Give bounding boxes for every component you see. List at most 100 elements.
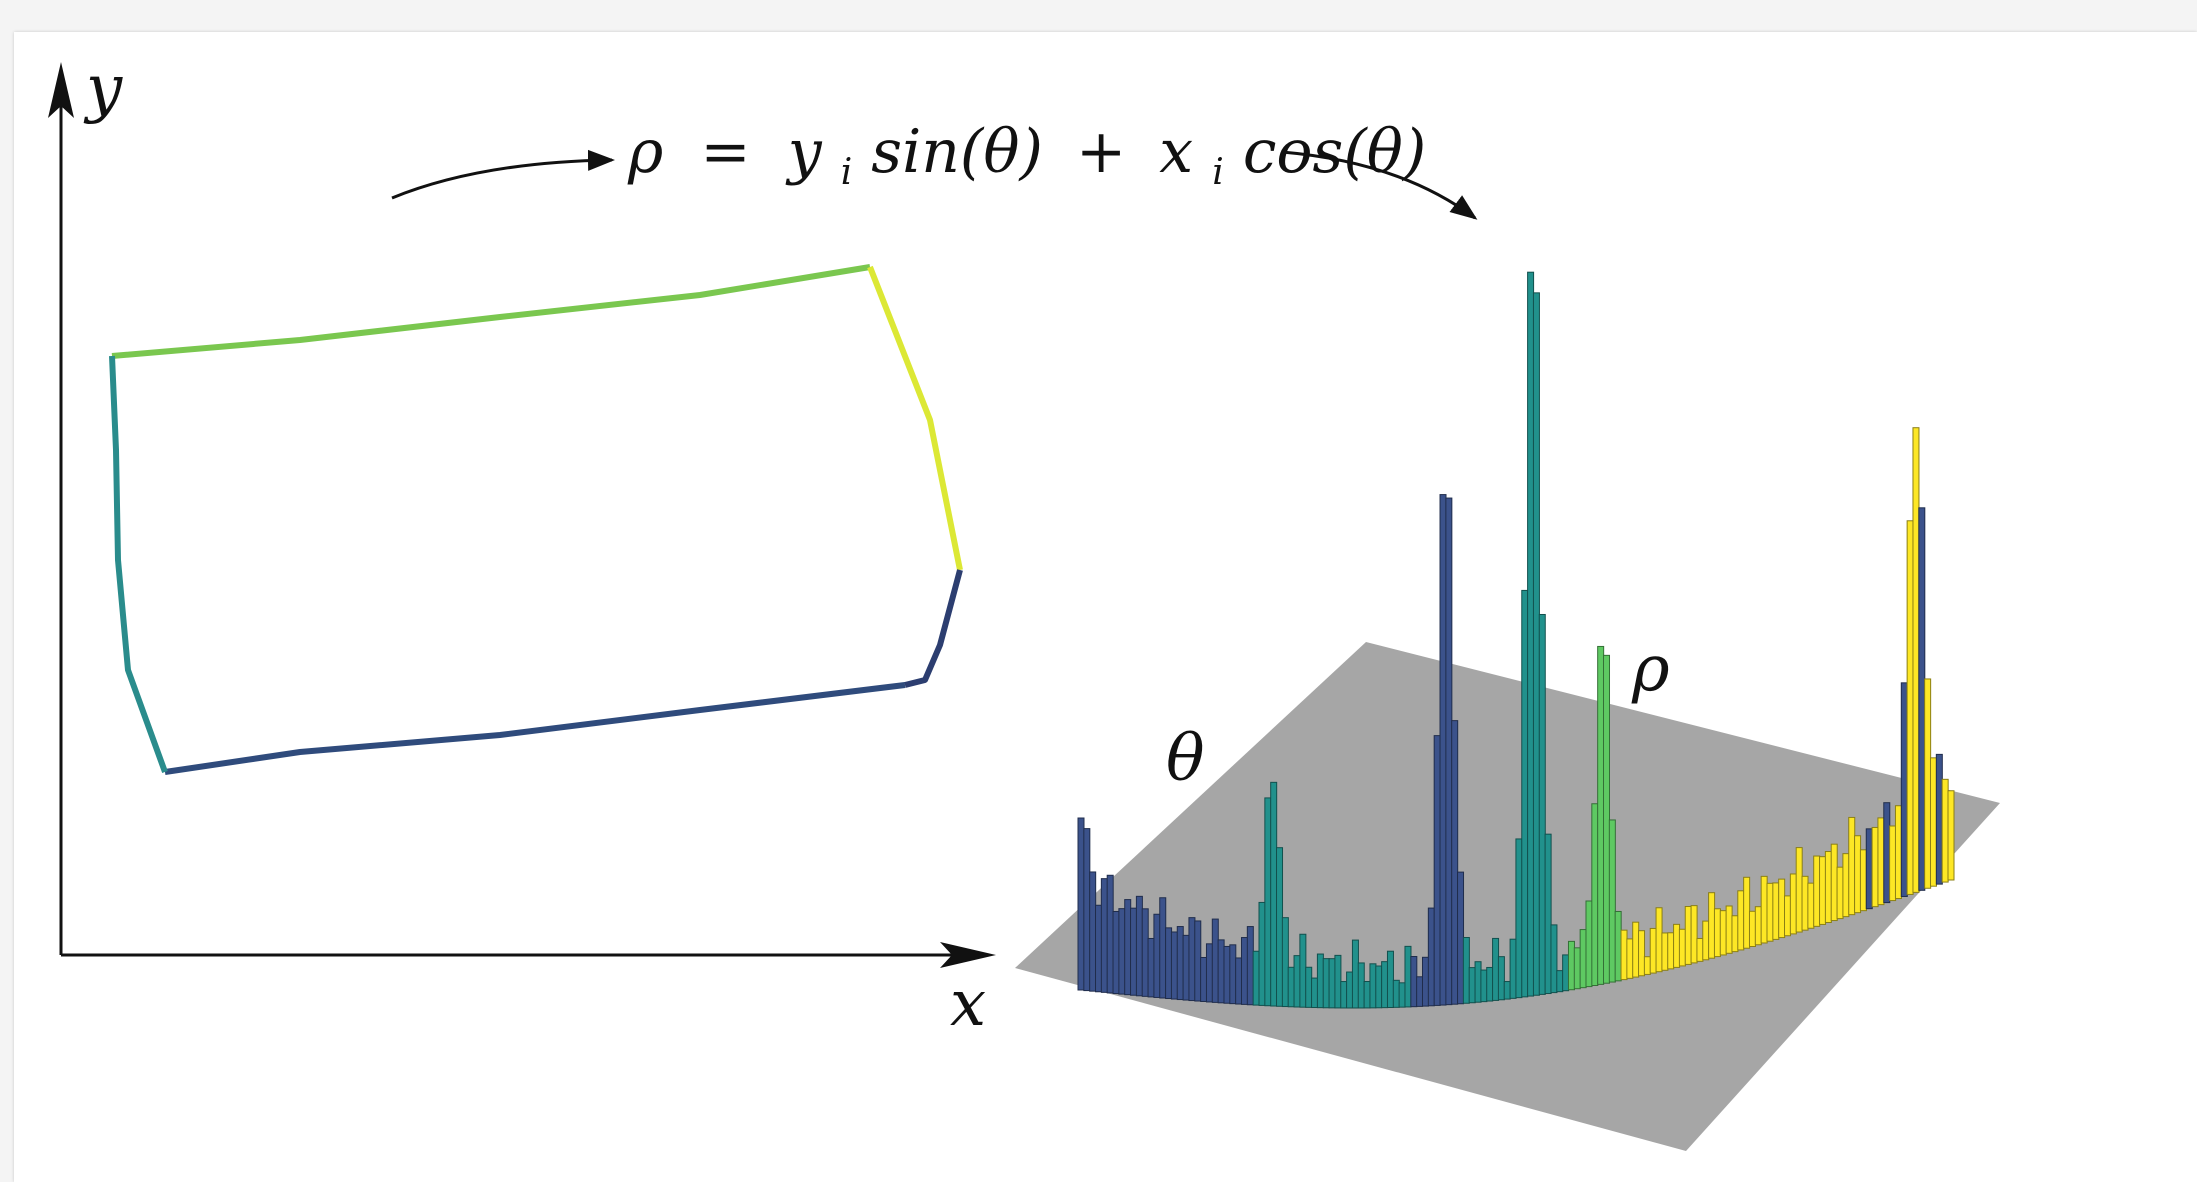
accumulator-bar [1375,965,1383,1009]
accumulator-bar [1293,955,1301,1008]
accumulator-bar [1106,874,1114,994]
hough-space: θ ρ [1015,271,2000,1151]
formula-sub-i-2: i [1212,152,1224,193]
accumulator-bar [1433,735,1441,1006]
accumulator-bar [1182,934,1190,1001]
accumulator-bar [1918,507,1926,891]
accumulator-bar [1778,878,1786,939]
accumulator-bar [1521,589,1529,998]
accumulator-bar [1655,907,1663,973]
accumulator-bar [1316,953,1324,1009]
accumulator-bar [1626,938,1634,979]
accumulator-bar [1492,937,1500,1001]
accumulator-bar [1287,966,1295,1008]
accumulator-bar [1451,720,1459,1005]
accumulator-bar [1089,871,1097,992]
arrow-left-curve [391,149,615,200]
accumulator-bar [1684,905,1692,965]
accumulator-bar [1608,819,1616,983]
accumulator-bar [1252,950,1260,1006]
accumulator-bar [1556,970,1564,993]
accumulator-bar [1772,882,1780,940]
accumulator-bar [1211,918,1219,1003]
accumulator-bar [1421,956,1429,1007]
accumulator-bar [1486,966,1494,1002]
accumulator-bar [1941,778,1949,883]
accumulator-bar [1708,892,1716,959]
edge-right-lower [904,569,963,688]
accumulator-bar [1369,963,1377,1009]
accumulator-bar [1883,802,1891,904]
accumulator-bar [1445,497,1453,1006]
accumulator-bar [1240,937,1248,1005]
accumulator-bar [1217,939,1225,1004]
edge-right-upper [867,265,963,571]
accumulator-bar [1538,613,1546,995]
accumulator-bar [1147,937,1155,998]
y-axis-arrowhead [48,62,74,118]
accumulator-bar [1696,937,1704,962]
accumulator-bar [1258,901,1266,1006]
accumulator-bar [1585,900,1593,988]
accumulator-bar [1235,957,1243,1005]
accumulator-bar [1357,962,1365,1009]
accumulator-bar [1246,926,1254,1006]
accumulator-bar [1929,757,1937,887]
accumulator-bar [1743,876,1751,949]
accumulator-bar [1095,904,1103,993]
accumulator-bar [1947,790,1955,881]
accumulator-bar [1223,945,1231,1004]
accumulator-bar [1427,907,1435,1007]
accumulator-bar [1322,958,1330,1009]
formula-plus: + [1076,117,1126,187]
accumulator-bar [1573,947,1581,990]
accumulator-bar [1748,910,1756,947]
accumulator-bars [1077,271,1955,1009]
accumulator-bar [1912,427,1920,893]
accumulator-bar [1603,654,1611,984]
accumulator-bar [1270,781,1278,1007]
accumulator-bar [1276,847,1284,1007]
accumulator-bar [1462,936,1470,1004]
formula-sub-i-1: i [841,152,853,193]
accumulator-bar [1340,981,1348,1009]
accumulator-bar [1842,853,1850,918]
accumulator-bar [1200,956,1208,1002]
accumulator-bar [1906,520,1914,895]
accumulator-bar [1130,907,1138,996]
accumulator-bar [1077,817,1085,991]
accumulator-bar [1731,915,1739,953]
accumulator-bar [1503,981,1511,1000]
accumulator-bar [1328,958,1336,1009]
accumulator-bar [1830,843,1838,922]
accumulator-bar [1725,905,1733,954]
accumulator-bar [1515,838,1523,999]
accumulator-bar [1614,910,1622,982]
accumulator-bar [1836,866,1844,920]
accumulator-bar [1591,803,1599,986]
accumulator-bar [1562,954,1570,992]
formula-rho: ρ [627,117,663,187]
accumulator-bar [1737,890,1745,951]
accumulator-bar [1649,927,1657,974]
accumulator-bar [1900,682,1908,897]
formula-equals: = [700,117,750,187]
accumulator-bar [1334,954,1342,1009]
accumulator-bar [1690,905,1698,964]
accumulator-bar [1410,956,1418,1008]
accumulator-bar [1305,966,1313,1008]
accumulator-bar [1124,899,1132,996]
accumulator-bar [1760,875,1768,944]
accumulator-bar [1118,908,1126,995]
accumulator-bar [1643,956,1651,975]
accumulator-bar [1474,961,1482,1003]
accumulator-bar [1859,849,1867,912]
accumulator-bar [1165,927,1173,1000]
accumulator-bar [1135,895,1143,997]
accumulator-bar [1579,929,1587,989]
transform-formula: ρ = y i sin(θ) + x i cos(θ) [391,117,1478,220]
accumulator-bar [1176,926,1184,1001]
accumulator-bar [1795,847,1803,933]
accumulator-bar [1281,917,1289,1008]
